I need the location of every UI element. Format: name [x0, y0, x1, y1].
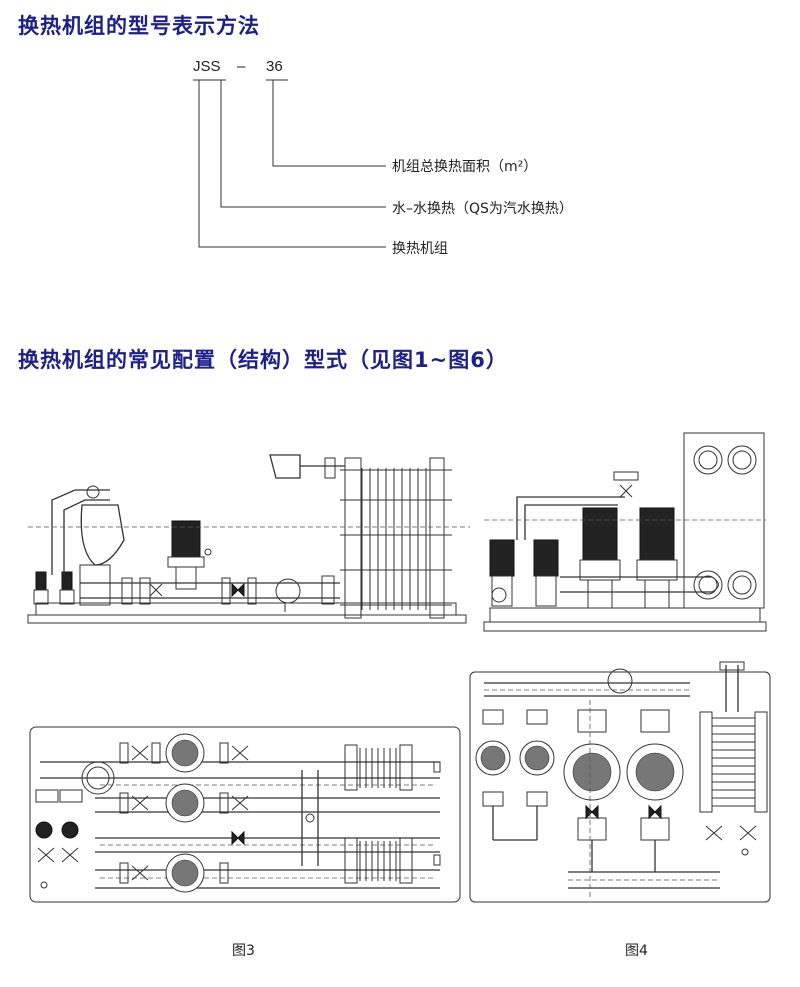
model-code-leader-lines	[193, 79, 386, 248]
model-code-dash: –	[237, 58, 246, 75]
figure-2-side-elevation	[483, 432, 767, 632]
figure-3-plan-view	[29, 726, 461, 903]
section-title-model-designation: 换热机组的型号表示方法	[18, 14, 260, 38]
figure-4-plan-view	[469, 661, 771, 903]
figure-1-side-elevation	[27, 454, 470, 624]
figure-3-caption: 图3	[232, 943, 255, 959]
legend-heat-exchanger-unit: 换热机组	[392, 241, 448, 257]
model-code-area: 36	[266, 58, 283, 75]
legend-water-water: 水–水换热（QS为汽水换热）	[392, 201, 573, 217]
section-title-configurations: 换热机组的常见配置（结构）型式（见图1~图6）	[18, 348, 508, 372]
model-code-prefix: JSS	[193, 58, 221, 75]
figure-4-caption: 图4	[625, 943, 648, 959]
legend-total-area: 机组总换热面积（m²）	[392, 159, 538, 175]
